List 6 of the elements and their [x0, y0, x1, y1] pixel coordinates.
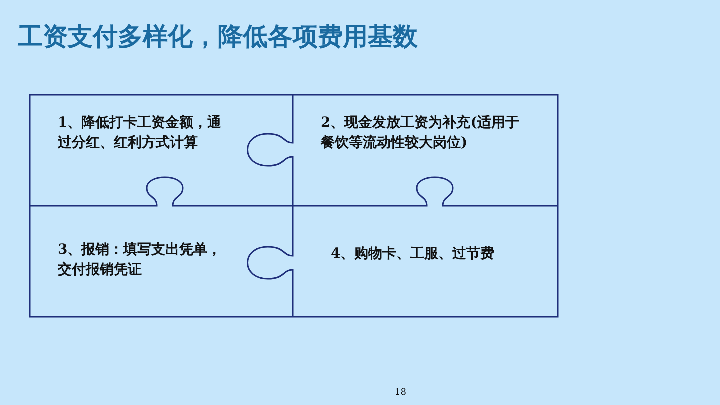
- piece-text: 4、购物卡、工服、过节费: [331, 245, 496, 264]
- piece-text: 2、现金发放工资为补充(适用于餐饮等流动性较大岗位): [321, 114, 520, 153]
- piece-text: 1、降低打卡工资金额，通过分红、红利方式计算: [58, 114, 223, 153]
- slide-title: 工资支付多样化，降低各项费用基数: [18, 21, 418, 53]
- piece-text: 3、报销：填写支出凭单，交付报销凭证: [58, 241, 223, 280]
- page-number: 18: [395, 388, 406, 398]
